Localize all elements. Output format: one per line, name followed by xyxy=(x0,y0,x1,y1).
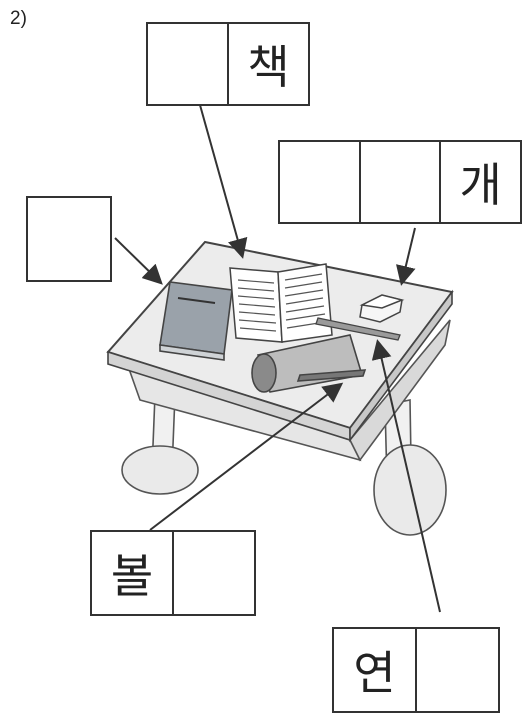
arrow-notebook xyxy=(115,238,160,282)
answer-cell[interactable]: 볼 xyxy=(92,532,174,614)
answer-cell[interactable]: 연 xyxy=(334,629,417,711)
answer-cell[interactable] xyxy=(280,142,361,222)
answer-cell[interactable]: 개 xyxy=(441,142,520,222)
notebook-drawing xyxy=(160,282,232,360)
answer-box-book: 책 xyxy=(146,22,310,106)
answer-cell[interactable] xyxy=(361,142,442,222)
answer-box-eraser: 개 xyxy=(278,140,522,224)
answer-cell[interactable] xyxy=(417,629,498,711)
book-drawing xyxy=(230,264,332,342)
answer-box-pencil: 연 xyxy=(332,627,500,713)
arrow-book xyxy=(200,105,242,255)
arrow-eraser xyxy=(402,228,415,282)
answer-cell[interactable] xyxy=(28,198,110,280)
answer-box-notebook xyxy=(26,196,112,282)
answer-cell[interactable] xyxy=(148,24,229,104)
answer-cell[interactable] xyxy=(174,532,254,614)
answer-box-pencil-case: 볼 xyxy=(90,530,256,616)
answer-cell[interactable]: 책 xyxy=(229,24,308,104)
